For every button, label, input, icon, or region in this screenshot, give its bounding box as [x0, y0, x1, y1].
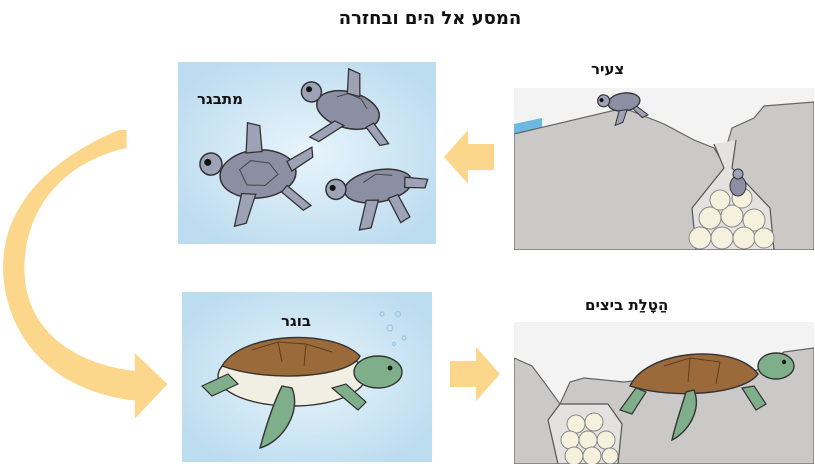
curved-arrow-adolescent-to-adult [0, 130, 180, 430]
arrow-adult-to-egg-laying [448, 345, 500, 403]
panel-egg-laying [514, 322, 814, 464]
stage-label-egg-laying: הַטָלַת ביצים [585, 296, 668, 314]
stage-label-young: צעיר [591, 60, 624, 78]
stage-label-adult: בוגר [281, 312, 311, 330]
panel-young [514, 88, 814, 250]
arrow-young-to-adolescent [444, 128, 496, 186]
stage-label-adolescent: מתבגר [197, 90, 243, 108]
diagram-title: המסע אל הים ובחזרה [300, 8, 560, 29]
